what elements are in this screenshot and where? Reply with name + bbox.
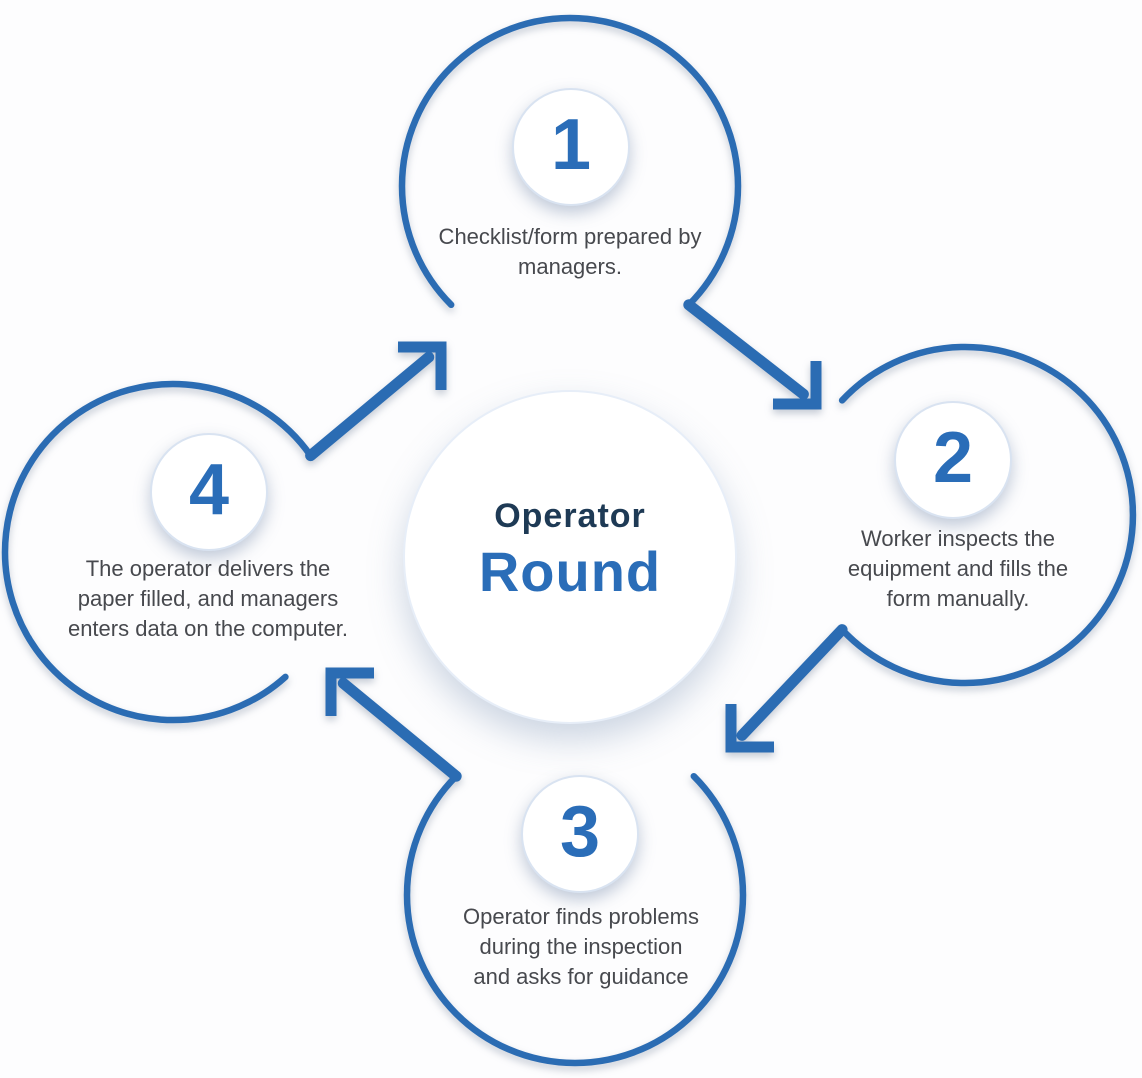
arrow-4-to-1-shaft [305,351,435,462]
flow-arrows [305,299,848,782]
step3-number: 3 [559,792,601,872]
arrow-2-to-3-arrowhead-icon [725,704,774,753]
step2-description-line3: form manually. [886,586,1030,611]
step4-description: The operator delivers the paper filled, … [68,554,348,644]
step1-circle-outline [398,14,742,309]
step1-number: 1 [550,105,592,185]
arrow-2-to-3-shaft [736,624,848,741]
arrow-3-to-4-shaft [337,677,462,782]
step1-description: Checklist/form prepared by managers. [439,222,702,282]
center-title-line2: Round [478,539,662,603]
step3-description-line2: during the inspection [479,934,683,959]
step2-number-badge: 2 [894,401,1012,519]
center-title-line1: Operator [494,497,646,536]
step2-number: 2 [932,418,974,498]
step1-number-badge: 1 [512,88,630,206]
step2-description-line1: Worker inspects the [860,526,1056,551]
step2-description-line2: equipment and fills the [847,556,1069,581]
step3-description-line3: and asks for guidance [473,964,689,989]
step1-description-line2: managers. [518,254,622,279]
step3-circle-outline [403,772,747,1067]
center-circle: Operator Round [403,390,737,724]
step4-description-line3: enters data on the computer. [67,616,349,641]
circle-outlines [1,14,1137,1067]
step4-number-badge: 4 [150,433,268,551]
step1-description-line1: Checklist/form prepared by [438,224,702,249]
step2-circle-outline [838,343,1137,687]
arrow-4-to-1-arrowhead-icon [398,341,447,390]
arrow-1-to-2-shaft [683,299,809,400]
arrow-3-to-4-arrowhead-icon [325,667,374,716]
step3-description: Operator finds problems during the inspe… [463,902,699,992]
step3-number-badge: 3 [521,775,639,893]
arrow-1-to-2-arrowhead-icon [773,361,822,410]
step4-description-line1: The operator delivers the [85,556,331,581]
step4-circle-outline [1,380,314,724]
step4-number: 4 [188,450,230,530]
step2-description: Worker inspects the equipment and fills … [848,524,1068,614]
step3-description-line1: Operator finds problems [463,904,699,929]
step4-description-line2: paper filled, and managers [77,586,339,611]
